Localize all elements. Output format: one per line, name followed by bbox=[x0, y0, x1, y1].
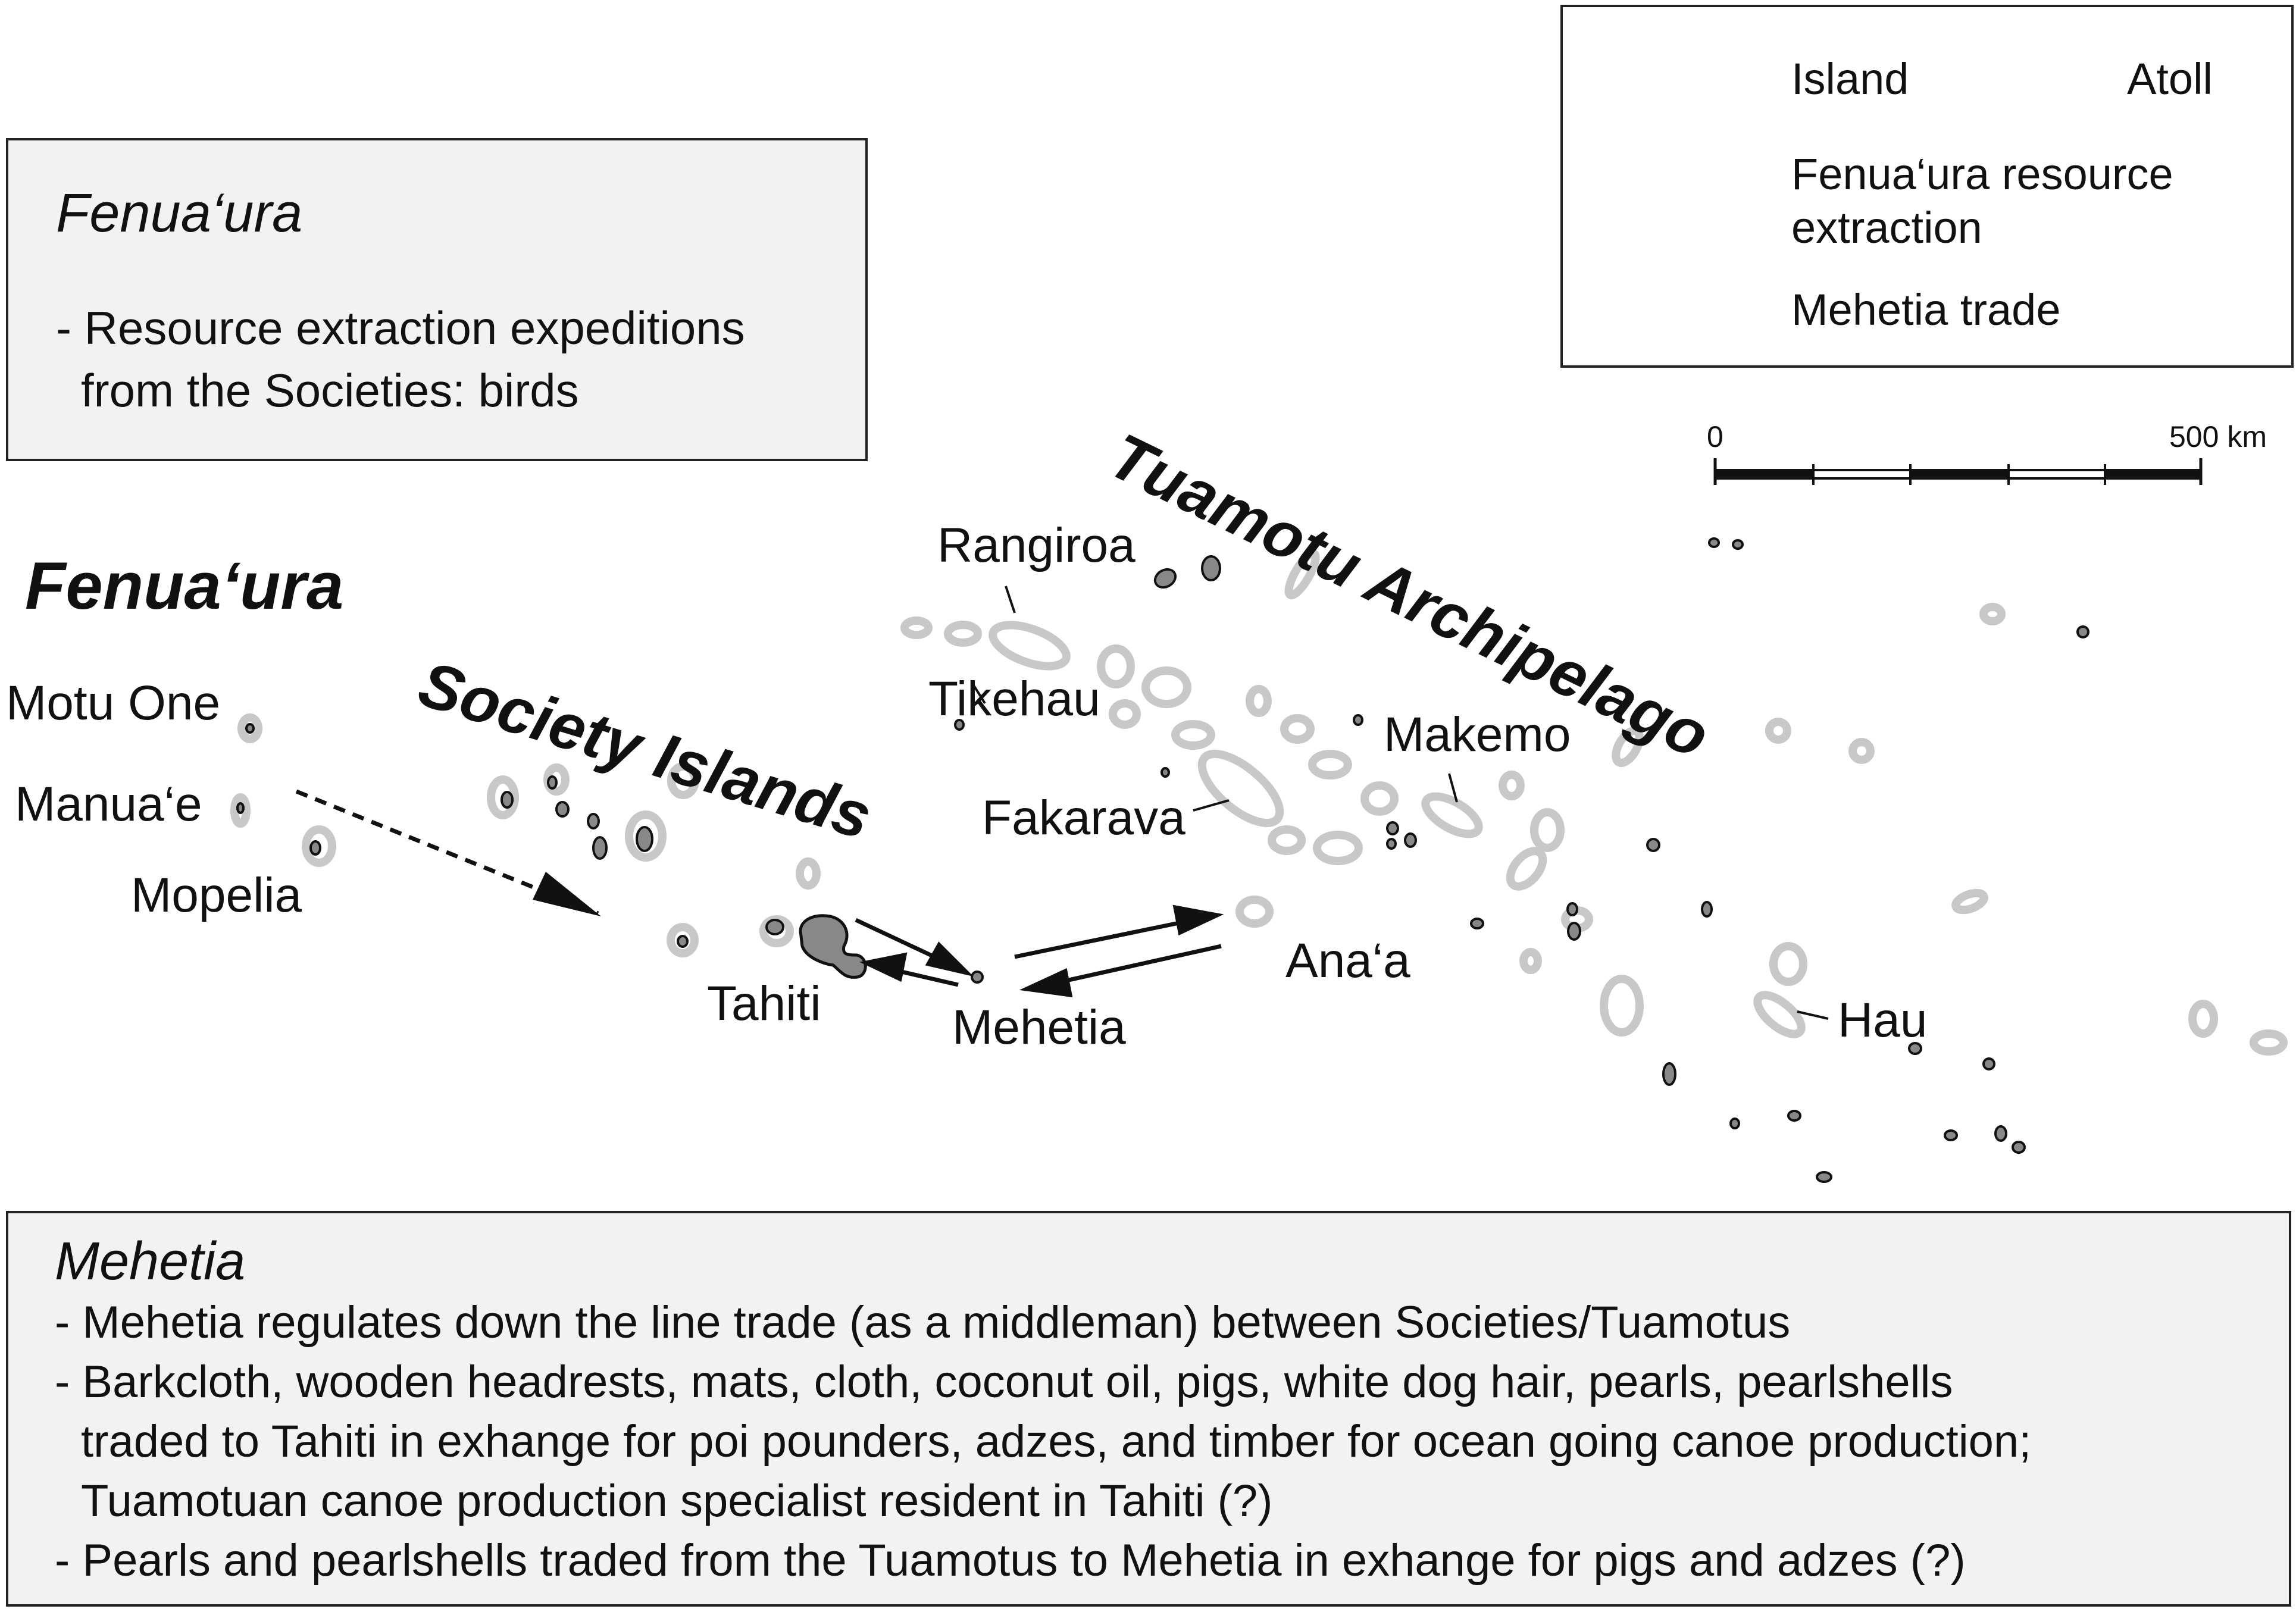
fenuaura-info-box: Fenua‘ura - Resource extraction expediti… bbox=[6, 138, 868, 461]
label-rangiroa: Rangiroa bbox=[937, 518, 1136, 572]
mehetia-box-line-4: Tuamotuan canoe production specialist re… bbox=[81, 1476, 1273, 1526]
mehetia-box-line-3: traded to Tahiti in exhange for poi poun… bbox=[81, 1416, 2032, 1467]
legend-atoll-label: Atoll bbox=[2127, 54, 2213, 104]
mehetia-box-title: Mehetia bbox=[55, 1232, 246, 1291]
legend-extraction-label-1: Fenua‘ura resource bbox=[1791, 149, 2173, 199]
mehetia-box-line-5: - Pearls and pearlshells traded from the… bbox=[55, 1535, 1966, 1586]
fenuaura-atolls bbox=[230, 713, 336, 867]
mehetia-box-line-1: - Mehetia regulates down the line trade … bbox=[55, 1297, 1791, 1348]
label-motu-one: Motu One bbox=[6, 676, 221, 730]
mehetia-box-line-2: - Barkcloth, wooden headrests, mats, clo… bbox=[55, 1357, 1953, 1407]
mehetia-info-box: Mehetia - Mehetia regulates down the lin… bbox=[6, 1211, 2291, 1607]
label-fakarava: Fakarava bbox=[982, 791, 1185, 845]
trade-arrows bbox=[855, 904, 1224, 998]
scale-zero-label: 0 bbox=[1707, 420, 1723, 453]
scale-max-label: 500 km bbox=[2169, 420, 2267, 453]
fenuaura-box-line-1: - Resource extraction expeditions bbox=[56, 302, 745, 354]
label-hau: Hau bbox=[1838, 993, 1928, 1047]
leader-lines bbox=[972, 586, 1829, 1020]
label-mopelia: Mopelia bbox=[131, 868, 302, 922]
extraction-arrowhead bbox=[533, 872, 601, 916]
label-anaa: Ana‘a bbox=[1285, 934, 1410, 988]
label-mehetia: Mehetia bbox=[952, 1000, 1126, 1054]
region-label-fenuaura: Fenua‘ura bbox=[25, 549, 344, 623]
society-atolls bbox=[487, 762, 821, 957]
tuamotu-atolls bbox=[900, 549, 2288, 1056]
label-tahiti: Tahiti bbox=[707, 976, 821, 1031]
label-tikehau: Tikehau bbox=[928, 672, 1100, 726]
tahiti-island bbox=[799, 914, 867, 979]
legend-trade-label: Mehetia trade bbox=[1791, 285, 2061, 334]
fenuaura-box-line-2: from the Societies: birds bbox=[81, 364, 579, 417]
legend-island-label: Island bbox=[1791, 54, 1909, 104]
legend-box: Island Atoll Fenua‘ura resource extracti… bbox=[1560, 5, 2294, 368]
label-manuae: Manua‘e bbox=[15, 777, 202, 831]
label-makemo: Makemo bbox=[1384, 708, 1571, 762]
fenuaura-box-title: Fenua‘ura bbox=[56, 183, 303, 243]
legend-extraction-label-2: extraction bbox=[1791, 203, 1982, 252]
mehetia-island bbox=[971, 971, 984, 984]
tuamotu-islands bbox=[954, 537, 2089, 1183]
fenuaura-islands bbox=[236, 723, 321, 856]
scale-bar bbox=[1713, 458, 2203, 485]
society-islands bbox=[501, 775, 784, 948]
